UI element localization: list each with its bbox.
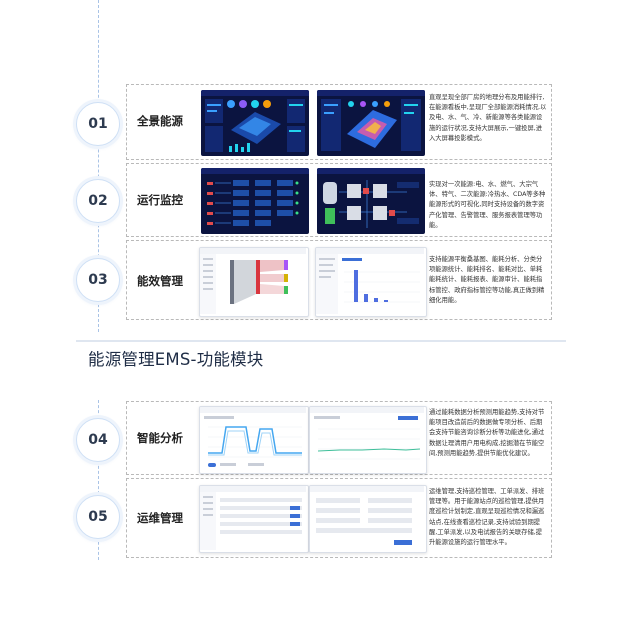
monitor-screenshot-topology <box>201 168 309 234</box>
step-number: 02 <box>88 193 108 209</box>
step-circle-03: 03 <box>76 258 120 302</box>
step-number: 01 <box>88 116 108 132</box>
timeline-line-top <box>98 0 99 332</box>
module-card-05: 运维管理 运维管理,支持巡检管理、工单派发、排班管理等。用于能源站点的巡检管理,… <box>126 478 552 558</box>
module-title: 全景能源 <box>137 114 183 128</box>
analysis-screenshot-forecast <box>309 406 427 474</box>
monitor-screenshot-equipment <box>317 168 425 234</box>
module-card-02: 运行监控 实现对一次能源:电、水 <box>126 163 552 237</box>
module-card-04: 智能分析 通过能耗数据分析预测用能趋势,支持对节能项目改造前后的数据做专项分析、… <box>126 401 552 475</box>
step-circle-02: 02 <box>76 179 120 223</box>
efficiency-screenshot-sankey <box>199 247 309 317</box>
maintenance-screenshot-form <box>309 485 427 553</box>
maintenance-screenshot-list <box>199 485 309 553</box>
timeline-line-bottom <box>98 400 99 560</box>
section-title: 能源管理EMS-功能模块 <box>88 350 264 369</box>
module-title: 智能分析 <box>137 431 183 445</box>
module-description: 运维管理,支持巡检管理、工单派发、排班管理等。用于能源站点的巡检管理,提供月度巡… <box>429 488 545 547</box>
step-circle-01: 01 <box>76 102 120 146</box>
module-title: 能效管理 <box>137 274 183 288</box>
module-title: 运维管理 <box>137 511 183 525</box>
module-description: 直观呈现全部厂房的地理分布及用能排行,在能源看板中,呈现厂全部能源消耗情况,以及… <box>429 94 547 142</box>
module-title: 运行监控 <box>137 193 183 207</box>
efficiency-screenshot-bar-chart <box>315 247 427 317</box>
module-description: 支持能源平衡桑基图、能耗分析、分类分项能源统计、能耗排名、能耗对比、单耗能耗统计… <box>429 256 545 304</box>
dashboard-screenshot-3d-map <box>201 90 309 156</box>
analysis-screenshot-trend <box>199 406 309 474</box>
module-card-03: 能效管理 支持能源平衡桑基图、能耗分析、分类分项能源统计、能耗排名 <box>126 240 552 320</box>
step-number: 03 <box>88 272 108 288</box>
step-circle-05: 05 <box>76 495 120 539</box>
module-description: 实现对一次能源:电、水、燃气、大宗气体、特气、二次能源:冷热水、CDA等多种能源… <box>429 181 546 229</box>
dashboard-screenshot-heatmap <box>317 90 425 156</box>
section-divider <box>76 340 566 342</box>
step-number: 04 <box>88 432 108 448</box>
module-card-01: 全景能源 <box>126 84 552 160</box>
step-number: 05 <box>88 509 108 525</box>
module-description: 通过能耗数据分析预测用能趋势,支持对节能项目改造前后的数据做专项分析、后期会支持… <box>429 409 545 457</box>
step-circle-04: 04 <box>76 418 120 462</box>
